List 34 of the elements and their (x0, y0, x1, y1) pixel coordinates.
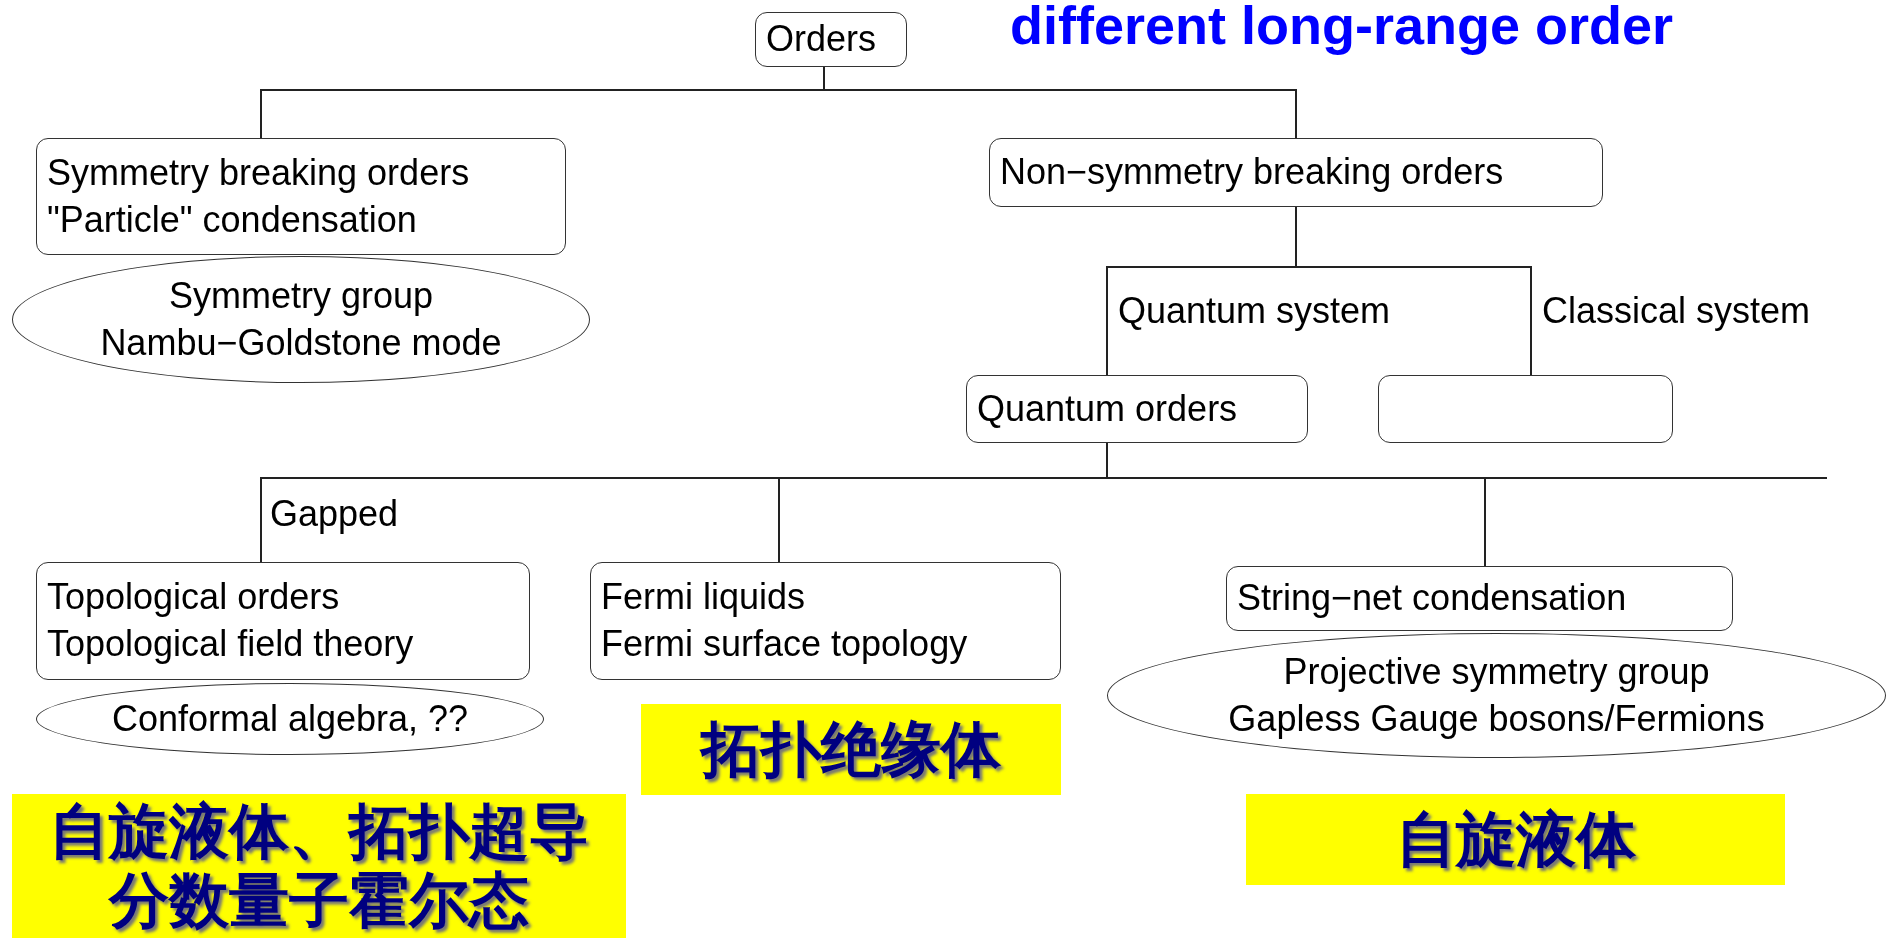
node-text: Quantum orders (977, 386, 1238, 431)
highlight-box (1246, 794, 1785, 885)
highlight-box (12, 794, 626, 938)
node-text: Orders (766, 17, 877, 62)
node-text: Conformal algebra, ?? (111, 696, 469, 741)
node-text: String−net condensation (1237, 576, 1627, 621)
node-text: Fermi surface topology (601, 622, 968, 666)
connector-line (1295, 206, 1532, 376)
process-box (590, 562, 1061, 680)
empty-box (1378, 375, 1673, 443)
process-box (989, 138, 1603, 207)
process-box (36, 138, 566, 255)
node-text: Non−symmetry breaking orders (1000, 150, 1504, 195)
chinese-label: 拓扑绝缘体 (701, 715, 1001, 784)
highlight-box (641, 704, 1061, 795)
connector-line (823, 66, 1297, 139)
node-text: Symmetry breaking orders (47, 150, 470, 195)
node-text: Topological orders (47, 575, 340, 620)
title: different long-range order (1010, 0, 1674, 56)
process-box (966, 375, 1308, 443)
process-box (1226, 566, 1733, 631)
node-text: "Particle" condensation (47, 197, 417, 242)
process-box (36, 562, 530, 680)
chinese-label: 自旋液体、拓扑超导 (49, 797, 589, 866)
node-text: Nambu−Goldstone mode (100, 320, 502, 365)
node-text: Projective symmetry group (1283, 649, 1710, 694)
node-text: Gapless Gauge bosons/Fermions (1228, 696, 1765, 741)
connector-line (1106, 442, 1828, 567)
node-text: Symmetry group (168, 273, 434, 318)
chinese-label: 自旋液体 (1395, 805, 1636, 874)
process-box (755, 12, 907, 67)
node-text: Topological field theory (47, 622, 414, 666)
chinese-label: 分数量子霍尔态 (109, 866, 529, 935)
node-text: Fermi liquids (601, 575, 806, 620)
